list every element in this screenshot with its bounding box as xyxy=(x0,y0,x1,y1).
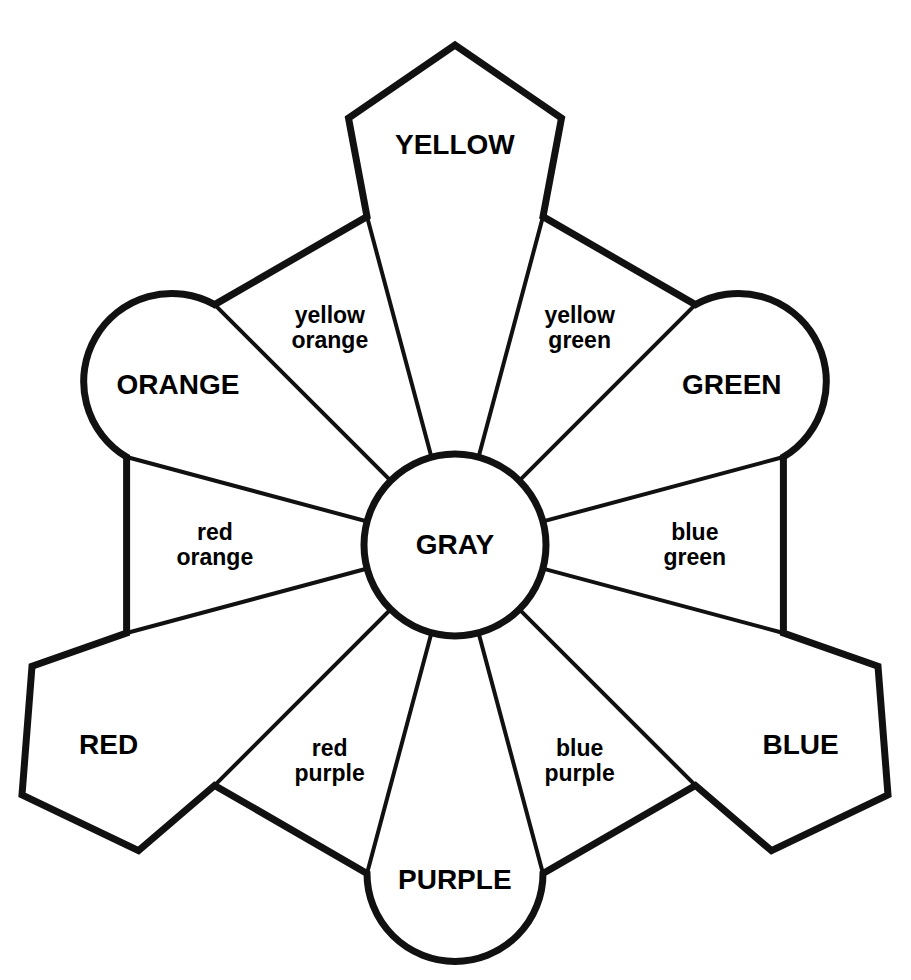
color-name: yellow green xyxy=(545,303,615,354)
color-segment: yellow green xyxy=(545,303,615,354)
circle-shape xyxy=(364,454,546,636)
color-name: red orange xyxy=(177,520,254,571)
color-segment: blue purple xyxy=(545,736,615,787)
wedge-rays xyxy=(127,217,784,874)
color-name: yellow orange xyxy=(292,303,369,354)
color-segment: blue green xyxy=(664,520,727,571)
color-segment: BLUE xyxy=(763,730,839,761)
color-name: ORANGE xyxy=(117,370,240,401)
color-name: BLUE xyxy=(763,730,839,761)
color-segment: yellow orange xyxy=(292,303,369,354)
color-segment: YELLOW xyxy=(395,130,515,161)
color-name: blue green xyxy=(664,520,727,571)
center-color-name: GRAY xyxy=(416,530,494,561)
color-name: YELLOW xyxy=(395,130,515,161)
color-segment: red purple xyxy=(295,736,365,787)
color-segment: ORANGE xyxy=(117,370,240,401)
color-segment: red orange xyxy=(177,520,254,571)
color-name: blue purple xyxy=(545,736,615,787)
color-name: RED xyxy=(79,730,138,761)
color-name: PURPLE xyxy=(398,865,512,896)
center-circle: GRAY xyxy=(360,450,550,640)
color-name: red purple xyxy=(295,736,365,787)
color-segment: GREEN xyxy=(682,370,782,401)
color-segment: PURPLE xyxy=(398,865,512,896)
flower-outline xyxy=(22,45,888,961)
color-name: GREEN xyxy=(682,370,782,401)
color-segment: RED xyxy=(79,730,138,761)
